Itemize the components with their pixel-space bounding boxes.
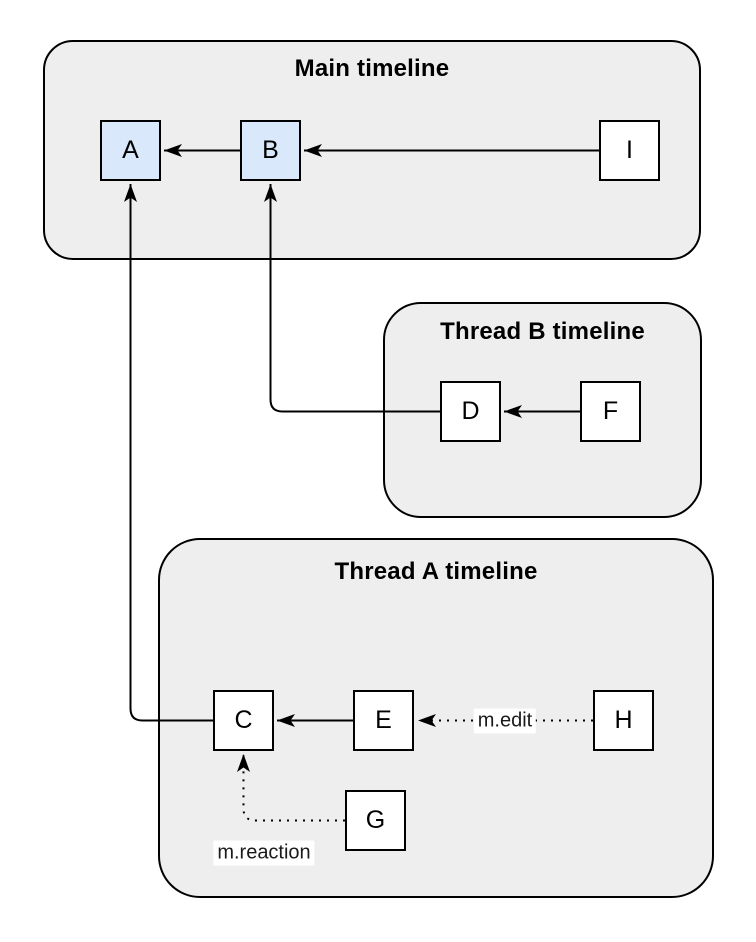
node-b: B bbox=[240, 120, 301, 181]
edge-label-m-edit: m.edit bbox=[473, 708, 537, 734]
node-c: C bbox=[213, 690, 274, 751]
node-g: G bbox=[345, 790, 406, 851]
thread-b-timeline-title: Thread B timeline bbox=[440, 318, 645, 345]
thread-a-timeline-title: Thread A timeline bbox=[334, 558, 538, 585]
node-d: D bbox=[440, 381, 501, 442]
node-i: I bbox=[599, 120, 660, 181]
main-timeline-title: Main timeline bbox=[294, 55, 450, 82]
container-thread-b-timeline: Thread B timeline bbox=[383, 302, 702, 518]
edge-label-m-reaction: m.reaction bbox=[213, 840, 315, 866]
node-h: H bbox=[593, 690, 654, 751]
node-e: E bbox=[353, 690, 414, 751]
node-a: A bbox=[100, 120, 161, 181]
node-f: F bbox=[580, 381, 641, 442]
